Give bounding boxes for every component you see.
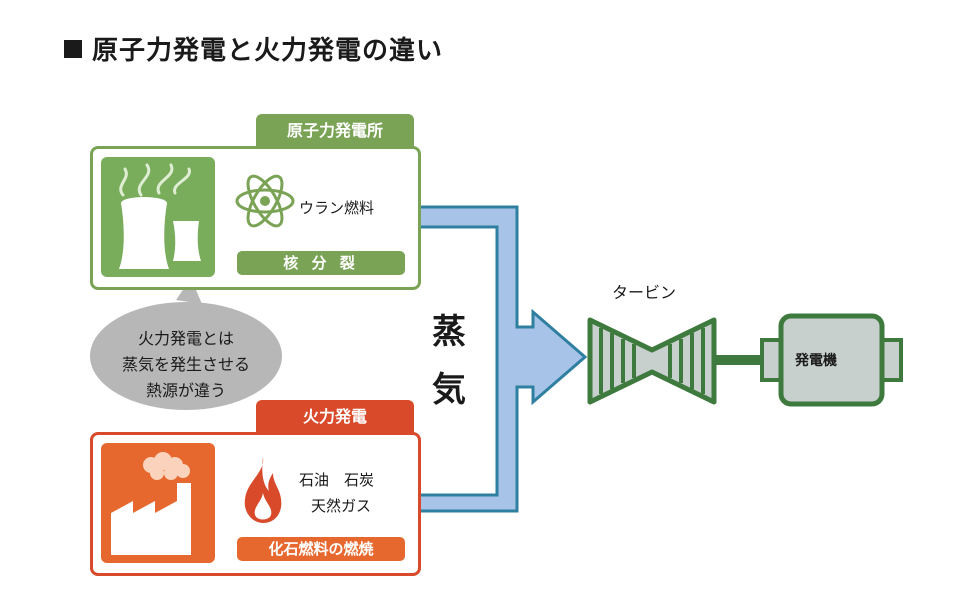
- bubble-line-2: 蒸気を発生させる: [121, 355, 250, 374]
- turbine-shaft: [714, 355, 766, 365]
- steam-label-char-2: 気: [432, 370, 466, 410]
- page-title: 原子力発電と火力発電の違い: [64, 30, 443, 67]
- bubble-line-1: 火力発電とは: [137, 329, 234, 348]
- thermal-process-label: 化石燃料の燃焼: [237, 537, 405, 561]
- nuclear-plant-panel: ウラン燃料 核 分 裂: [90, 146, 421, 290]
- nuclear-process-label: 核 分 裂: [237, 251, 405, 275]
- nuclear-fuel-label: ウラン燃料: [299, 199, 375, 217]
- atom-icon: [235, 174, 295, 228]
- thermal-plant-panel: 石油 石炭 天然ガス 化石燃料の燃焼: [90, 432, 421, 576]
- bubble-line-3: 熱源が違う: [145, 381, 226, 400]
- steam-pipe: [414, 205, 588, 513]
- page-title-text: 原子力発電と火力発電の違い: [92, 36, 444, 66]
- nuclear-plant-tab: 原子力発電所: [256, 114, 414, 148]
- bubble-text: 火力発電とは 蒸気を発生させる 熱源が違う: [94, 326, 278, 404]
- thermal-fuel-label-1: 石油 石炭: [299, 471, 375, 489]
- thermal-fuel-label-2: 天然ガス: [311, 497, 372, 515]
- turbine-icon: [587, 317, 717, 405]
- square-bullet-icon: [64, 39, 82, 58]
- generator-icon: [760, 313, 903, 407]
- turbine-label: タービン: [612, 283, 677, 302]
- flame-icon: [244, 457, 282, 523]
- generator-label: 発電機: [795, 353, 837, 369]
- steam-label-char-1: 蒸: [432, 312, 466, 352]
- factory-icon: [101, 443, 215, 563]
- thermal-plant-tab: 火力発電: [256, 400, 414, 434]
- speech-bubble: [90, 278, 282, 410]
- cooling-tower-icon: [101, 157, 215, 277]
